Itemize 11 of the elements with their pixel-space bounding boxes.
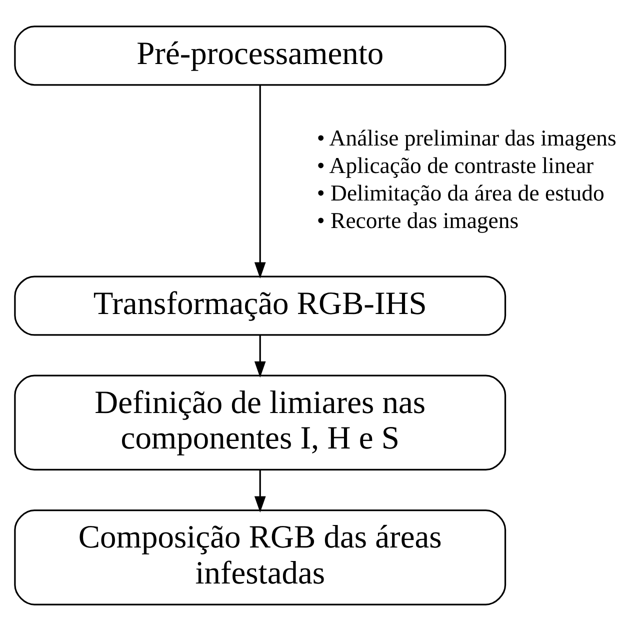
- node-box: Composição RGB das áreas infestadas: [14, 509, 506, 605]
- label: • Aplicação de contraste linear: [316, 152, 594, 178]
- node-box: Transformação RGB-IHS: [14, 275, 506, 336]
- arrow: [254, 470, 266, 512]
- label: • Recorte das imagens: [316, 208, 519, 233]
- node-box: Pré-processamento: [14, 25, 506, 86]
- arrow: [254, 334, 266, 378]
- arrow: [254, 84, 266, 278]
- label: • Análise preliminar das imagens: [316, 124, 616, 150]
- label: • Delimitação da área de estudo: [316, 180, 604, 206]
- node-box: Definição de limiares nas componentes I, H e S: [14, 374, 506, 470]
